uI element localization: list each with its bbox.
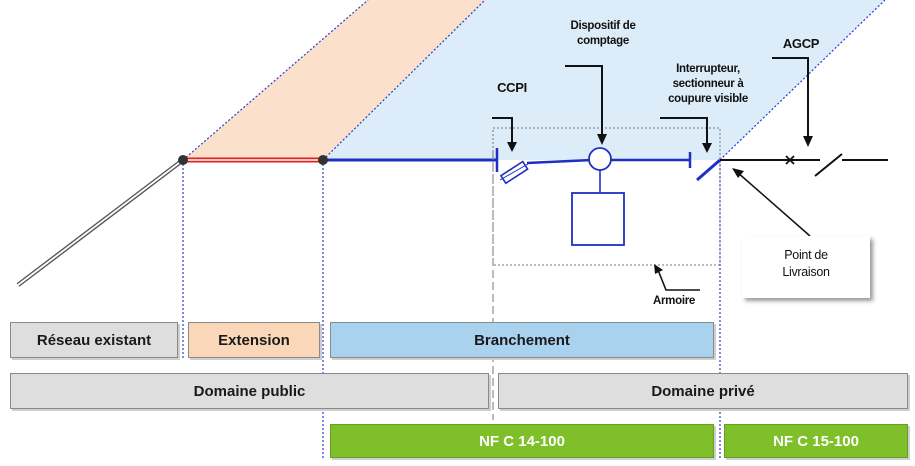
armoire-box <box>492 127 721 266</box>
junction-node <box>318 155 328 165</box>
point-livraison-callout <box>742 236 870 298</box>
agcp-breaker-icon <box>785 153 888 177</box>
arrow-icon <box>565 65 607 145</box>
nfc14-bar: NF C 14-100 <box>330 424 714 458</box>
existing-network-line-inner <box>17 159 184 286</box>
junction-node <box>178 155 188 165</box>
reseau-existant-bar: Réseau existant <box>10 322 178 358</box>
branchement-bar: Branchement <box>330 322 714 358</box>
fuse-icon <box>499 160 529 185</box>
arrow-icon <box>732 168 811 237</box>
meter-icon <box>588 147 612 171</box>
disconnector-blade <box>696 158 721 182</box>
domaine-prive-bar: Domaine privé <box>498 373 908 409</box>
domaine-public-bar: Domaine public <box>10 373 489 409</box>
arrow-icon <box>492 117 517 152</box>
zone-boundary-line <box>182 0 369 161</box>
armoire-label: Armoire <box>653 295 695 307</box>
ccpi-label: CCPI <box>497 80 527 95</box>
arrow-icon <box>660 117 712 153</box>
arrow-icon <box>772 57 813 147</box>
extension-zone <box>183 0 485 160</box>
extension-bar: Extension <box>188 322 320 358</box>
internal-line <box>526 158 593 165</box>
arrow-icon <box>654 264 700 291</box>
meter-box <box>571 192 625 246</box>
zone-boundary-line <box>322 0 486 161</box>
dispositif-label: Dispositif de comptage <box>570 20 636 47</box>
agcp-label: AGCP <box>782 36 820 51</box>
branchement-zone <box>323 0 885 160</box>
point-livraison-label: Point de Livraison <box>782 248 830 279</box>
nfc15-bar: NF C 15-100 <box>724 424 908 458</box>
interrupteur-label: Interrupteur, sectionneur à coupure visi… <box>668 63 748 105</box>
